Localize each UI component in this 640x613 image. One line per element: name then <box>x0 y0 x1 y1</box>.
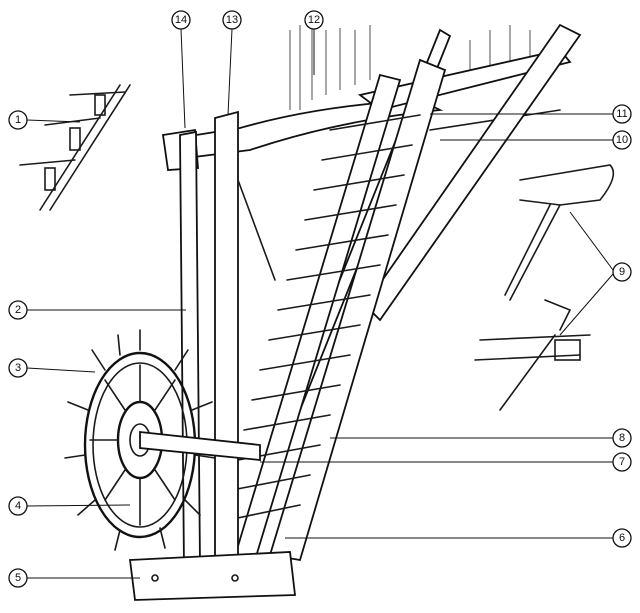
callout-1: 1 <box>8 110 28 130</box>
svg-text:4: 4 <box>15 500 21 512</box>
callout-2: 2 <box>8 300 28 320</box>
post-13 <box>214 110 239 580</box>
callout-4: 4 <box>8 496 28 516</box>
callout-7: 7 <box>612 452 632 472</box>
callout-5: 5 <box>8 568 28 588</box>
svg-text:8: 8 <box>619 432 625 444</box>
svg-text:7: 7 <box>619 456 625 468</box>
svg-text:5: 5 <box>15 572 21 584</box>
svg-text:6: 6 <box>619 532 625 544</box>
callout-9: 9 <box>612 262 632 282</box>
svg-text:12: 12 <box>308 14 320 26</box>
callout-8: 8 <box>612 428 632 448</box>
inset-detail-1 <box>19 84 131 211</box>
svg-text:14: 14 <box>175 14 187 26</box>
svg-text:3: 3 <box>15 362 21 374</box>
callout-11: 11 <box>612 104 632 124</box>
diagonal-beam <box>363 23 582 322</box>
callout-3: 3 <box>8 358 28 378</box>
svg-text:2: 2 <box>15 304 21 316</box>
callout-13: 13 <box>222 10 242 30</box>
svg-text:10: 10 <box>616 134 628 146</box>
svg-text:9: 9 <box>619 266 625 278</box>
callout-14: 14 <box>171 10 191 30</box>
callout-6: 6 <box>612 528 632 548</box>
svg-text:11: 11 <box>616 108 627 120</box>
svg-text:13: 13 <box>226 14 238 26</box>
leader-lines <box>26 28 614 579</box>
svg-text:1: 1 <box>15 114 21 126</box>
base-block <box>128 551 297 601</box>
callout-10: 10 <box>612 130 632 150</box>
diagonal-strut <box>237 179 276 281</box>
hand-wheel <box>64 329 261 551</box>
callout-12: 12 <box>304 10 324 30</box>
inset-detail-9 <box>474 164 615 411</box>
